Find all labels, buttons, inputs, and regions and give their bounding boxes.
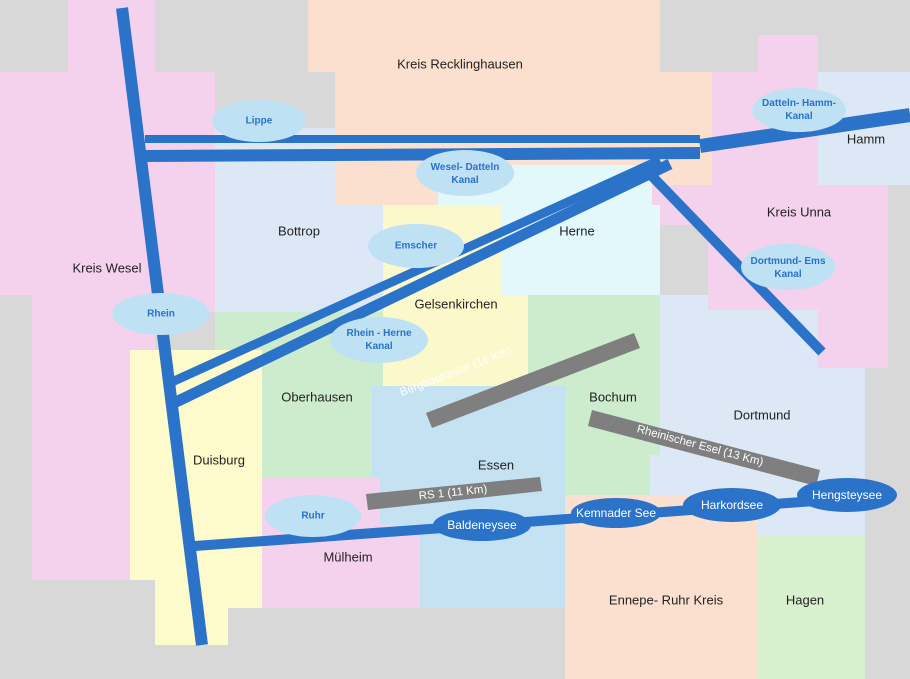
label-wesel-datteln-kanal: Wesel- Datteln Kanal <box>431 161 500 187</box>
ruhr-label-bg <box>265 495 361 537</box>
baldeneysee-shape <box>433 509 531 541</box>
label-bottrop: Bottrop <box>278 223 320 239</box>
harkordsee-shape <box>683 488 781 522</box>
rheinischer-esel-trail <box>588 410 820 486</box>
label-rhein: Rhein <box>147 308 175 320</box>
rhein-label-bg <box>112 293 210 335</box>
region-duisburg <box>130 350 262 645</box>
label-ennepe-ruhr-kreis: Ennepe- Ruhr Kreis <box>608 592 724 608</box>
label-herne: Herne <box>559 223 595 239</box>
label-wesel-datteln-line1: Wesel- Datteln <box>430 162 500 173</box>
wesel-datteln-label-bg <box>416 150 514 196</box>
label-muelheim: Mülheim <box>323 549 373 565</box>
region-unna <box>652 35 888 368</box>
region-hagen <box>758 535 865 679</box>
label-hamm: Hamm <box>846 131 886 147</box>
label-dortmund: Dortmund <box>733 407 791 423</box>
waterway-label-shapes <box>112 88 846 537</box>
trails-layer <box>366 333 820 510</box>
label-essen: Essen <box>477 457 515 473</box>
label-recklinghausen: Kreis Recklinghausen <box>397 56 523 72</box>
emscher-river <box>170 155 662 387</box>
rhein-herne-label-bg <box>330 317 428 363</box>
region-ennepe <box>565 495 758 679</box>
dortmund-ems-kanal <box>644 168 826 356</box>
label-hengsteysee: Hengsteysee <box>811 488 883 502</box>
label-unna: Kreis Unna <box>766 204 832 220</box>
hengsteysee-shape <box>797 478 897 512</box>
bergbautrasse-trail <box>426 333 640 428</box>
dortmund-ems-label-bg <box>741 244 835 290</box>
label-ruhr: Ruhr <box>301 510 325 522</box>
label-datteln-hamm-line1: Datteln- Hamm- <box>762 98 836 109</box>
wesel-datteln-kanal <box>144 147 701 162</box>
lippe-label-bg <box>212 100 306 142</box>
label-kemnader-see: Kemnader See <box>575 506 657 520</box>
label-oberhausen: Oberhausen <box>281 389 353 405</box>
region-wesel <box>0 0 215 580</box>
label-duisburg: Duisburg <box>192 452 246 468</box>
label-dortmund-ems-kanal: Dortmund- Ems Kanal <box>751 255 826 281</box>
label-wesel-datteln-line2: Kanal <box>451 175 479 186</box>
label-hagen: Hagen <box>785 592 825 608</box>
datteln-hamm-label-bg <box>752 88 846 132</box>
rhein-herne-kanal <box>173 159 673 407</box>
label-rhein-herne-line1: Rhein - Herne <box>346 328 412 339</box>
rs1-trail <box>366 477 542 510</box>
kemnader-see-shape <box>571 498 661 528</box>
label-dortmund-ems-line2: Kanal <box>774 269 802 280</box>
label-gelsenkirchen: Gelsenkirchen <box>414 296 498 312</box>
label-bochum: Bochum <box>589 389 637 405</box>
label-harkordsee: Harkordsee <box>700 498 764 512</box>
label-dortmund-ems-line1: Dortmund- Ems <box>750 256 826 267</box>
label-emscher: Emscher <box>394 240 438 252</box>
label-rhein-herne-kanal: Rhein - Herne Kanal <box>346 327 411 353</box>
label-rhein-herne-line2: Kanal <box>365 341 393 352</box>
label-lippe: Lippe <box>245 115 273 127</box>
label-datteln-hamm-line2: Kanal <box>785 111 813 122</box>
label-wesel: Kreis Wesel <box>72 260 142 276</box>
lake-shapes <box>433 478 897 541</box>
label-baldeneysee: Baldeneysee <box>447 518 517 532</box>
region-bottrop <box>215 128 383 312</box>
label-datteln-hamm-kanal: Datteln- Hamm- Kanal <box>762 97 836 123</box>
emscher-label-bg <box>368 224 464 268</box>
